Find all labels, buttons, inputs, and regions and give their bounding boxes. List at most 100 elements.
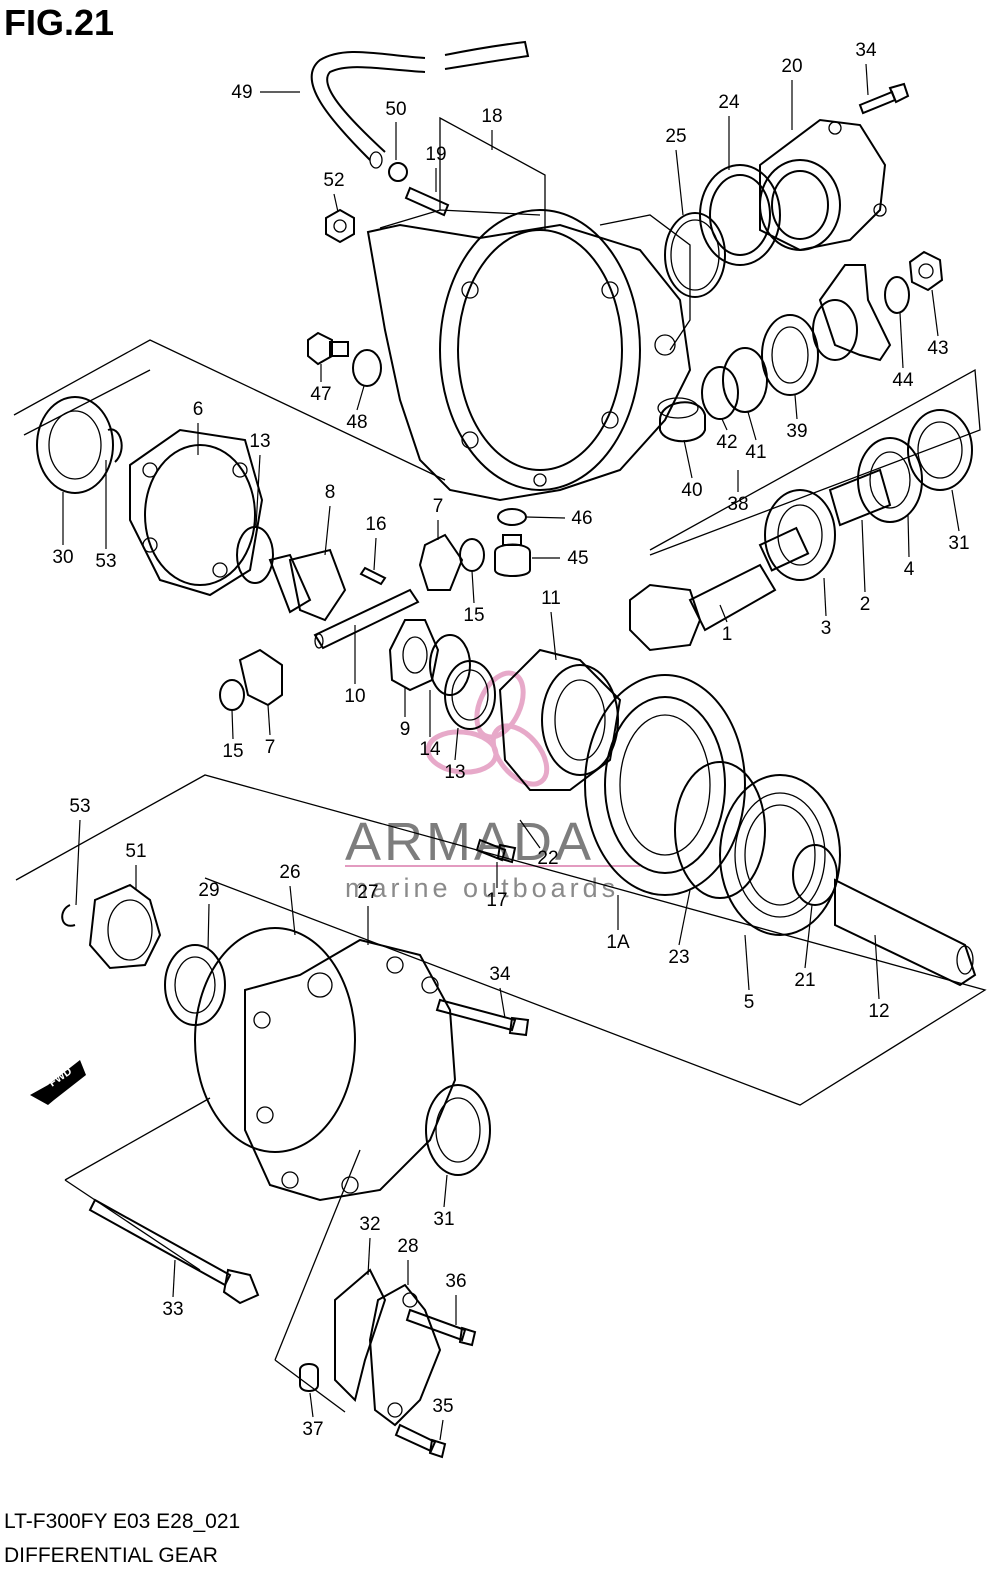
washer-15-top <box>459 538 485 572</box>
gasket-48 <box>352 349 382 387</box>
part-callout-48: 48 <box>346 412 367 433</box>
part-callout-21: 21 <box>794 970 815 991</box>
leader-p31a <box>951 489 960 532</box>
drain-plug-47 <box>307 331 349 366</box>
part-callout-27: 27 <box>357 882 378 903</box>
part-callout-53: 53 <box>95 551 116 572</box>
washer-44 <box>884 276 910 314</box>
leader-p5 <box>744 934 750 991</box>
part-callout-34: 34 <box>489 964 511 985</box>
leader-p16 <box>373 537 377 571</box>
part-callout-49: 49 <box>231 82 252 103</box>
bearing-5 <box>719 774 841 936</box>
pinion-gear-7-top <box>418 533 464 591</box>
seal-31-right <box>907 409 973 491</box>
part-callout-35: 35 <box>432 1396 453 1417</box>
oring-26 <box>194 927 356 1153</box>
part-callout-7: 7 <box>265 737 276 758</box>
leader-p53b <box>75 819 81 906</box>
part-callout-2: 2 <box>860 594 871 615</box>
bolt-36 <box>405 1308 477 1347</box>
part-callout-26: 26 <box>279 862 300 883</box>
part-callout-40: 40 <box>681 480 702 501</box>
part-callout-1a: 1A <box>606 932 630 953</box>
part-callout-15: 15 <box>222 741 243 762</box>
part-callout-37: 37 <box>302 1419 323 1440</box>
part-callout-9: 9 <box>400 719 411 740</box>
part-callout-46: 46 <box>571 508 592 529</box>
leader-p42 <box>721 418 728 431</box>
group-outlines <box>13 116 987 1413</box>
part-callout-3: 3 <box>821 618 832 639</box>
part-callout-12: 12 <box>868 1001 889 1022</box>
part-callout-32: 32 <box>359 1214 380 1235</box>
washer-46 <box>497 508 527 526</box>
diagram-code: LT-F300FY E03 E28_021 <box>4 1510 241 1533</box>
pinion-housing-20 <box>759 118 887 252</box>
bearing-holder-51 <box>88 883 162 970</box>
part-callout-10: 10 <box>344 686 365 707</box>
part-callout-13: 13 <box>444 762 465 783</box>
shim-41 <box>722 347 768 413</box>
part-callout-30: 30 <box>52 547 73 568</box>
seal-39 <box>761 314 819 396</box>
spacer-40 <box>657 397 706 443</box>
part-callout-33: 33 <box>162 1299 183 1320</box>
leader-p3 <box>823 577 827 617</box>
leader-p23 <box>678 889 691 946</box>
plug-45 <box>494 534 531 577</box>
side-gear-9 <box>388 619 440 692</box>
armada-watermark: ARMADA marine outboards <box>345 670 640 903</box>
part-callout-6: 6 <box>193 399 204 420</box>
shim-14 <box>429 634 471 696</box>
differential-case-11 <box>498 648 622 791</box>
diagram-name: DIFFERENTIAL GEAR <box>4 1544 218 1567</box>
watermark-brand: ARMADA <box>345 812 594 872</box>
bolt-34-bottom <box>435 998 530 1037</box>
part-callout-28: 28 <box>397 1236 418 1257</box>
leader-p4 <box>907 514 910 558</box>
part-callout-51: 51 <box>125 841 146 862</box>
part-callout-45: 45 <box>567 548 588 569</box>
leader-p46 <box>525 516 566 519</box>
leader-p7b <box>267 704 271 736</box>
pinion-gear-7-bottom <box>238 648 283 707</box>
differential-case-6 <box>129 428 264 597</box>
leader-p34a <box>865 63 869 96</box>
shim-13-mid <box>444 660 496 730</box>
shim-13-top <box>236 526 274 584</box>
part-callout-39: 39 <box>786 421 807 442</box>
part-callout-36: 36 <box>445 1271 466 1292</box>
shim-42 <box>701 366 739 420</box>
part-callout-17: 17 <box>486 890 507 911</box>
part-callout-4: 4 <box>904 559 915 580</box>
part-callout-19: 19 <box>425 144 446 165</box>
part-callout-13: 13 <box>249 431 270 452</box>
hose-49 <box>310 40 530 169</box>
leader-p29 <box>207 903 210 951</box>
leader-p33 <box>172 1259 176 1298</box>
part-callout-47: 47 <box>310 384 331 405</box>
part-callout-34: 34 <box>855 40 877 61</box>
shim-23 <box>674 761 766 899</box>
bearing-30 <box>36 396 114 494</box>
leader-p31b <box>443 1174 448 1208</box>
leader-lines <box>62 63 960 1441</box>
part-callout-8: 8 <box>325 482 336 503</box>
leader-p44 <box>899 312 904 369</box>
long-bolt-33 <box>88 1198 260 1305</box>
part-callout-14: 14 <box>419 739 441 760</box>
leader-p48 <box>356 385 365 411</box>
seal-21 <box>792 844 838 906</box>
dowel-37 <box>299 1363 319 1392</box>
leader-p11 <box>550 611 557 661</box>
oring-25 <box>664 212 726 298</box>
bearing-4 <box>857 437 923 523</box>
cap-52 <box>325 208 355 244</box>
part-callout-53: 53 <box>69 796 90 817</box>
leader-p32 <box>367 1237 371 1276</box>
pin-16 <box>359 566 387 586</box>
spacer-2 <box>828 468 892 527</box>
leader-p8 <box>324 505 331 556</box>
part-callout-5: 5 <box>744 992 755 1013</box>
